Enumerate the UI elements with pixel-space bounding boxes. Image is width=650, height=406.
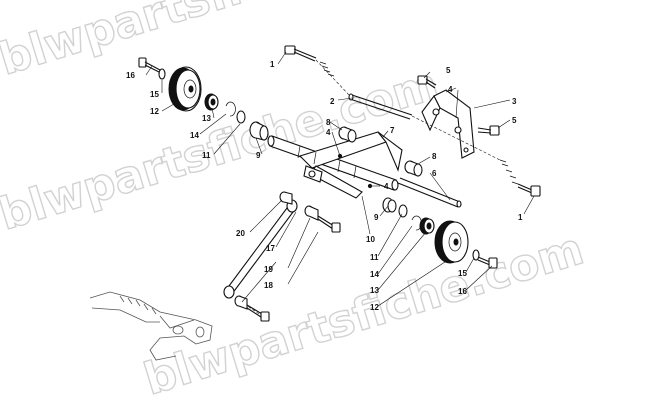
callout-10: 10 bbox=[366, 235, 375, 244]
callout-5-right: 5 bbox=[512, 116, 517, 125]
callout-4-bracket: 4 bbox=[448, 85, 453, 94]
axis-line-upper bbox=[315, 59, 501, 161]
callout-15-left: 15 bbox=[150, 90, 159, 99]
callout-7: 7 bbox=[390, 126, 395, 135]
bolt-18-upper bbox=[317, 215, 341, 233]
bushing-19 bbox=[234, 205, 319, 310]
bolt-5-right bbox=[477, 125, 500, 136]
callout-12-right: 12 bbox=[370, 303, 379, 312]
callout-4-arm-top: 4 bbox=[326, 128, 331, 137]
callout-9-right: 9 bbox=[374, 213, 379, 222]
callout-15-right: 15 bbox=[458, 269, 467, 278]
bushing-8-right bbox=[404, 160, 423, 177]
callout-4-arm-mid: 4 bbox=[384, 182, 389, 191]
callout-9-left: 9 bbox=[256, 151, 261, 160]
bolt-18-lower bbox=[246, 304, 270, 322]
callout-16-left: 16 bbox=[126, 71, 135, 80]
a-arm-7 bbox=[267, 131, 403, 199]
callout-8-top: 8 bbox=[326, 118, 331, 127]
left-wheel-assembly bbox=[138, 57, 246, 124]
callout-11-right: 11 bbox=[370, 253, 379, 262]
shaft-6 bbox=[397, 177, 462, 208]
spacer-11-left bbox=[236, 110, 246, 124]
callout-6: 6 bbox=[432, 169, 437, 178]
idler-wheel-12-left bbox=[168, 66, 202, 112]
bearing-13-left bbox=[204, 93, 219, 111]
bushing-9-right bbox=[382, 197, 397, 213]
callout-3: 3 bbox=[512, 97, 517, 106]
bushing-20 bbox=[279, 191, 293, 205]
upper-shaft-group bbox=[284, 45, 541, 197]
callout-2: 2 bbox=[330, 97, 335, 106]
callout-labels: 1 1 2 3 4 4 4 5 5 6 7 8 8 9 9 10 11 11 1… bbox=[126, 60, 523, 312]
callout-16-right: 16 bbox=[458, 287, 467, 296]
bolt-5-top bbox=[417, 75, 437, 89]
callout-17: 17 bbox=[266, 244, 275, 253]
callout-20: 20 bbox=[236, 229, 245, 238]
bushing-9-left bbox=[249, 121, 269, 141]
callout-13-right: 13 bbox=[370, 286, 379, 295]
callout-1-top: 1 bbox=[270, 60, 275, 69]
bearing-13-right bbox=[419, 217, 435, 235]
snap-ring-14-right bbox=[411, 215, 422, 231]
bolt-16-right bbox=[477, 256, 498, 269]
washer-15-right bbox=[472, 249, 480, 261]
rail-mount-outline bbox=[89, 291, 213, 361]
shim-top bbox=[319, 61, 335, 77]
callout-8-right: 8 bbox=[432, 152, 437, 161]
right-wheel-assembly bbox=[382, 197, 498, 269]
callout-12-left: 12 bbox=[150, 107, 159, 116]
watermark-bottom: blwpartsfiche.com bbox=[138, 223, 589, 405]
leader-lines bbox=[145, 51, 535, 307]
washer-15-left bbox=[158, 68, 166, 80]
callout-14-left: 14 bbox=[190, 131, 199, 140]
callout-13-left: 13 bbox=[202, 114, 211, 123]
callout-5-top: 5 bbox=[446, 66, 451, 75]
bolt-1-top bbox=[284, 45, 317, 62]
bolt-1-right bbox=[517, 183, 541, 197]
callout-14-right: 14 bbox=[370, 270, 379, 279]
callout-18: 18 bbox=[264, 281, 273, 290]
callout-11-left: 11 bbox=[202, 151, 211, 160]
idler-wheel-12-right bbox=[434, 220, 469, 264]
shim-right bbox=[499, 159, 519, 185]
watermark-top: blwpartsfiche.com bbox=[0, 0, 444, 86]
bolt-16-left bbox=[138, 57, 161, 73]
snap-ring-14-left bbox=[225, 101, 236, 117]
callout-1-right: 1 bbox=[518, 213, 523, 222]
callout-19: 19 bbox=[264, 265, 273, 274]
spacer-11-right bbox=[398, 204, 408, 218]
